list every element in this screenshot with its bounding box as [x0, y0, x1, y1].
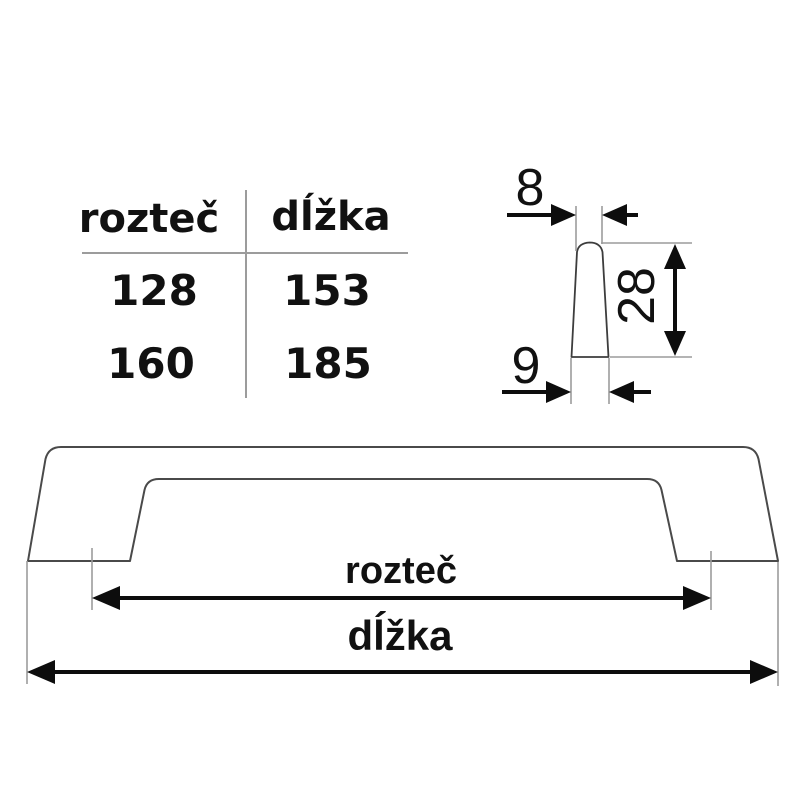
dim-bottom-width-value: 9 [511, 337, 541, 395]
dim-height-value: 28 [608, 267, 666, 325]
table-cell-length-1: 153 [283, 266, 371, 315]
length-arrowhead-left [27, 660, 55, 684]
handle-front-outline [27, 446, 779, 562]
dim8-arrowhead-right [602, 204, 627, 226]
dim28-arrowhead-top [664, 244, 686, 269]
length-dimension-label: dĺžka [347, 612, 453, 659]
table-cell-spacing-2: 160 [107, 339, 195, 388]
dim9-arrowhead-left [546, 381, 571, 403]
table-header-spacing: rozteč [78, 196, 220, 242]
length-arrowhead-right [750, 660, 778, 684]
table-cell-length-2: 185 [284, 339, 372, 388]
spacing-arrowhead-right [683, 586, 711, 610]
table-cell-spacing-1: 128 [110, 266, 198, 315]
handle-profile-outline [570, 241, 610, 358]
table-header-length: dĺžka [271, 194, 391, 240]
dim8-arrowhead-left [551, 204, 576, 226]
spacing-dimension-label: rozteč [345, 550, 457, 592]
dim-top-width-value: 8 [515, 159, 545, 217]
spacing-arrowhead-left [92, 586, 120, 610]
dim9-arrowhead-right [609, 381, 634, 403]
dim28-arrowhead-bottom [664, 331, 686, 356]
